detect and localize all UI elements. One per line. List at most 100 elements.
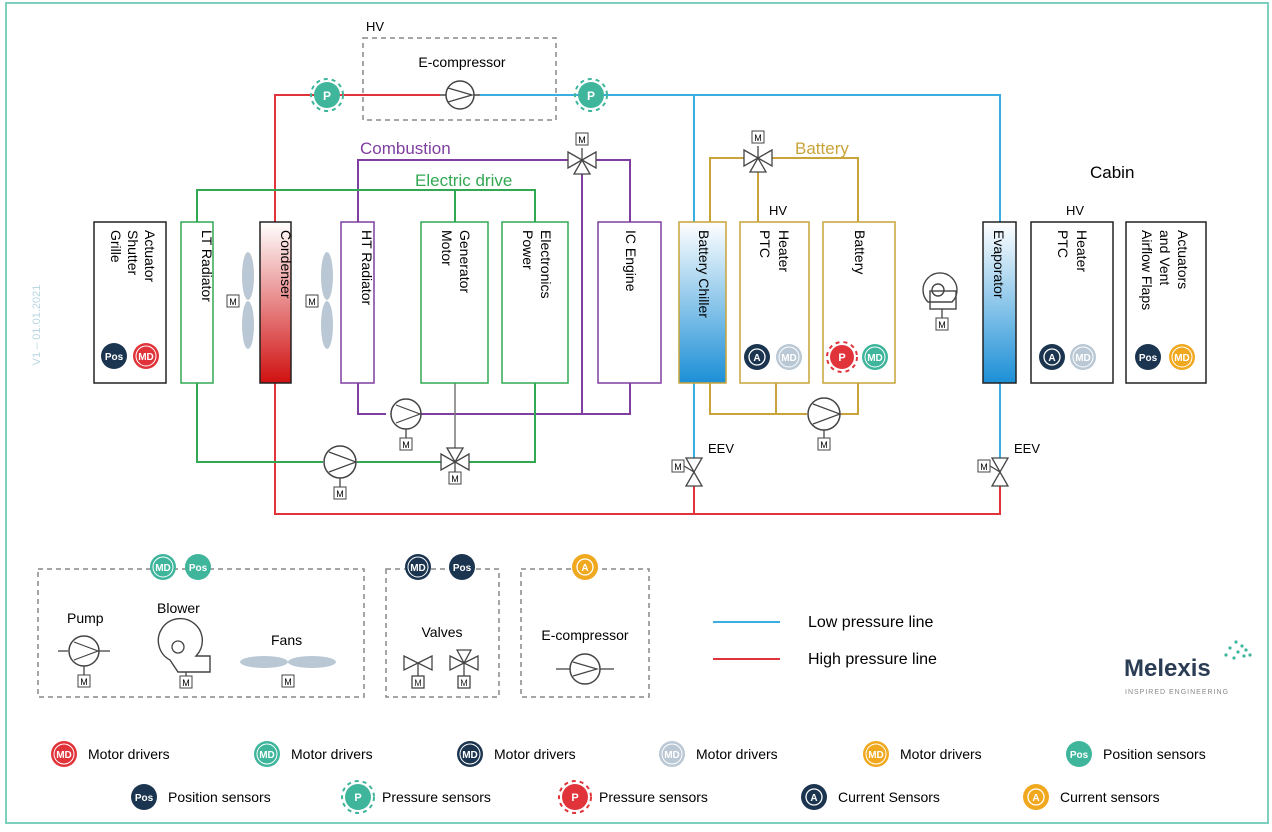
svg-text:Airflow Flaps: Airflow Flaps	[1139, 230, 1155, 310]
svg-text:MD: MD	[1075, 353, 1091, 364]
motor-icon: M	[226, 294, 240, 308]
version-watermark: V1 – 01.01.2021	[31, 285, 43, 366]
badge-pos-dark: Pos	[449, 554, 475, 580]
badge-md-teal: MD	[150, 554, 176, 580]
motor-generator: Motor Generator	[420, 221, 489, 384]
svg-text:PTC: PTC	[1055, 230, 1071, 258]
three-way-valve-icon	[440, 447, 470, 472]
cabin-label: Cabin	[1090, 163, 1134, 182]
svg-text:A: A	[810, 793, 817, 804]
badge-pos-dark: Pos	[101, 343, 127, 369]
svg-text:M: M	[336, 489, 344, 499]
outer-frame	[5, 2, 1269, 824]
svg-text:M: M	[402, 440, 410, 450]
legend-label: Motor drivers	[291, 746, 373, 762]
badge-md-teal: MD	[862, 344, 888, 370]
badge-md-grey: MD	[1070, 344, 1096, 370]
pressure-sensor-icon: P	[310, 78, 344, 112]
key-blower-label: Blower	[157, 600, 200, 616]
badge-pos-teal: Pos	[185, 554, 211, 580]
svg-text:and Vent: and Vent	[1157, 230, 1173, 285]
svg-text:Melexis: Melexis	[1124, 655, 1211, 682]
pressure-sensor-icon: P	[574, 78, 608, 112]
motor-icon: M	[977, 459, 991, 473]
legend-label: Motor drivers	[696, 746, 778, 762]
badge-md-orange: MD	[1169, 344, 1195, 370]
motor-icon: M	[448, 471, 462, 485]
svg-text:P: P	[838, 352, 845, 364]
svg-text:M: M	[182, 678, 190, 688]
melexis-logo: Melexis INSPIRED ENGINEERING	[1124, 640, 1252, 696]
legend-label: Current Sensors	[838, 789, 940, 805]
motor-icon: M	[305, 294, 319, 308]
eev-label: EEV	[708, 441, 734, 456]
svg-text:IC Engine: IC Engine	[623, 230, 639, 292]
svg-text:M: M	[938, 320, 946, 330]
svg-text:Pos: Pos	[135, 793, 154, 804]
svg-text:Pos: Pos	[1070, 750, 1089, 761]
fan-icon: M	[240, 656, 336, 688]
svg-text:M: M	[414, 678, 422, 688]
pump-icon	[323, 445, 358, 487]
svg-text:M: M	[754, 133, 762, 143]
e-compressor-label: E-compressor	[418, 54, 505, 70]
motor-boxes: M M M M M M M M M M M	[226, 130, 991, 500]
motor-icon: M	[399, 437, 413, 451]
svg-text:Pos: Pos	[189, 563, 208, 574]
badge-pos-dark: Pos	[1135, 344, 1161, 370]
key-box-valves	[385, 568, 500, 698]
svg-text:M: M	[80, 677, 88, 687]
hv-label-top: HV	[366, 19, 384, 34]
svg-text:Actuators: Actuators	[1175, 230, 1191, 289]
svg-text:Electronics: Electronics	[538, 230, 554, 298]
svg-text:MD: MD	[781, 353, 797, 364]
svg-text:MD: MD	[138, 352, 154, 363]
svg-text:Power: Power	[520, 230, 536, 270]
low-pressure-pipes	[480, 94, 1001, 460]
svg-text:M: M	[578, 135, 586, 145]
svg-text:MD: MD	[56, 750, 72, 761]
ht-radiator: HT Radiator	[340, 221, 375, 384]
evaporator: Evaporator	[982, 221, 1017, 384]
grille-shutter-actuator: Grille Shutter Actuator	[93, 221, 167, 384]
legend-item: MD Motor drivers	[254, 741, 373, 767]
svg-text:Pos: Pos	[1139, 353, 1158, 364]
e-compressor-icon	[440, 80, 480, 110]
pump-icon: M	[58, 635, 110, 688]
pump-icon	[390, 398, 422, 438]
legend-label: Position sensors	[1103, 746, 1206, 762]
badge-md-grey: MD	[776, 344, 802, 370]
three-way-valve-icon	[743, 146, 773, 173]
pump-icon	[807, 397, 842, 438]
svg-text:M: M	[460, 678, 468, 688]
svg-text:HT Radiator: HT Radiator	[359, 230, 375, 306]
e-compressor-icon	[556, 653, 614, 685]
fan-icon	[321, 252, 333, 349]
combustion-loop	[357, 159, 631, 415]
legend-item: A Current Sensors	[801, 784, 940, 810]
svg-text:MD: MD	[410, 563, 426, 574]
svg-text:A: A	[581, 563, 588, 574]
legend-label: Current sensors	[1060, 789, 1160, 805]
svg-text:P: P	[354, 792, 361, 804]
svg-text:MD: MD	[868, 750, 884, 761]
eev-valve-icon	[683, 457, 704, 487]
svg-text:Battery: Battery	[852, 230, 868, 274]
svg-text:Actuator: Actuator	[142, 230, 158, 282]
svg-text:MD: MD	[155, 563, 171, 574]
svg-text:Generator: Generator	[457, 230, 473, 293]
key-fans-label: Fans	[271, 632, 302, 648]
svg-text:Pos: Pos	[453, 563, 472, 574]
high-pressure-pipes	[274, 94, 1001, 515]
badge-a-orange: A	[572, 554, 598, 580]
svg-text:Heater: Heater	[776, 230, 792, 272]
svg-text:MD: MD	[664, 750, 680, 761]
svg-text:MD: MD	[462, 750, 478, 761]
svg-text:P: P	[587, 89, 595, 103]
svg-text:MD: MD	[259, 750, 275, 761]
